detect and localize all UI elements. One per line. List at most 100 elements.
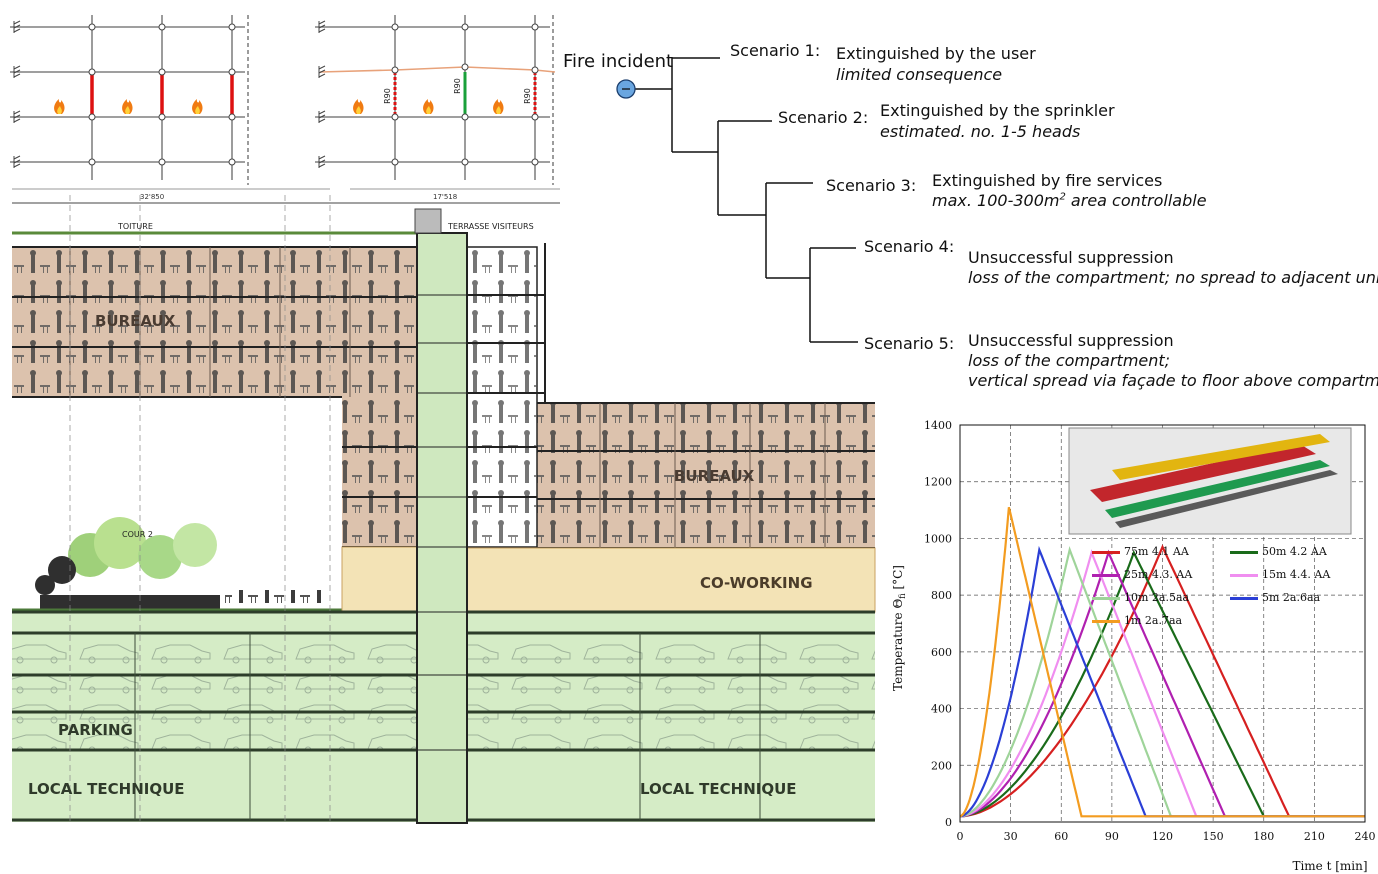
series-line (959, 546, 1365, 818)
frame-right (315, 15, 554, 185)
x-tick-label: 30 (1004, 830, 1018, 843)
legend-label: 5m 2a.6aa (1262, 591, 1321, 604)
fire-icon (353, 99, 364, 114)
legend-item: 15m 4.4. AA (1230, 568, 1330, 581)
legend-label: 75m 4.1 AA (1124, 545, 1189, 558)
label-cour: COUR 2 (122, 530, 153, 539)
label-local-right: LOCAL TECHNIQUE (640, 780, 797, 798)
coworking-left (341, 546, 418, 613)
label-parking: PARKING (58, 721, 133, 739)
legend-item: 1m 2a.7aa (1092, 614, 1182, 627)
series-line (959, 544, 1365, 818)
y-tick-label: 0 (945, 816, 952, 829)
y-tick-label: 1400 (924, 419, 952, 432)
legend-item: 50m 4.2 AA (1230, 545, 1327, 558)
y-tick-label: 1200 (924, 476, 952, 489)
r90-label: R90 (383, 88, 392, 104)
scenario-1-label: Scenario 1: (730, 41, 821, 60)
dimension-right: 17'518 (433, 193, 457, 201)
x-axis-label: Time t [min] (1292, 859, 1367, 873)
legend-item: 10m 2a.5aa (1092, 591, 1189, 604)
chart-legend: 75m 4.1 AA 50m 4.2 AA 25m 4.3. AA 15m 4.4. … (970, 545, 1350, 635)
legend-label: 15m 4.4. AA (1262, 568, 1331, 581)
legend-item: 5m 2a.6aa (1230, 591, 1320, 604)
nodes-right (391, 23, 539, 166)
scenario-3-label: Scenario 3: (826, 176, 917, 195)
x-tick-label: 0 (957, 830, 964, 843)
label-terrasse: TERRASSE VISITEURS (447, 222, 534, 231)
courtyard-trees (35, 517, 325, 609)
series-line (959, 549, 1365, 818)
legend-swatch (1092, 596, 1120, 600)
scenario-4-outcome: Unsuccessful suppression (968, 248, 1174, 267)
fire-icon (192, 99, 203, 114)
plot-frame (959, 424, 1366, 823)
legend-swatch (1092, 550, 1120, 554)
fire-icon (122, 99, 133, 114)
fire-icon (423, 99, 434, 114)
chart-series (959, 506, 1365, 818)
coworking-right (466, 547, 876, 613)
label-local-left: LOCAL TECHNIQUE (28, 780, 185, 798)
x-tick-label: 180 (1253, 830, 1274, 843)
series-line (959, 506, 1365, 818)
legend-swatch (1230, 550, 1258, 554)
fire-incident-label: Fire incident (563, 51, 674, 72)
scenario-1-outcome: Extinguished by the user (836, 44, 1036, 63)
core-shaft (416, 232, 468, 824)
scenario-2-outcome: Extinguished by the sprinkler (880, 101, 1115, 120)
scenario-1-detail: limited consequence (836, 65, 1003, 84)
y-tick-label: 600 (931, 646, 952, 659)
label-coworking: CO-WORKING (700, 574, 813, 592)
series-line (959, 549, 1365, 818)
fire-icons-right (353, 99, 504, 114)
inset-3d-model (1068, 427, 1352, 535)
x-tick-label: 240 (1355, 830, 1376, 843)
event-tree-lines (616, 57, 858, 343)
y-tick-label: 1000 (924, 532, 952, 545)
scenario-5-detail-2: vertical spread via façade to floor abov… (968, 371, 1378, 390)
scenario-2-label: Scenario 2: (778, 108, 869, 127)
fire-icons-left (54, 99, 203, 114)
nodes-left (88, 23, 236, 166)
r90-label: R90 (453, 78, 462, 94)
series-line (959, 545, 1365, 818)
r90-label: R90 (523, 88, 532, 104)
y-tick-label: 200 (931, 759, 952, 772)
x-tick-label: 150 (1203, 830, 1224, 843)
legend-swatch (1230, 573, 1258, 577)
legend-label: 1m 2a.7aa (1124, 614, 1183, 627)
walls-right (393, 72, 537, 117)
label-toiture: TOITURE (117, 222, 153, 231)
scenario-3-outcome: Extinguished by fire services (932, 171, 1163, 190)
legend-label: 25m 4.3. AA (1124, 568, 1193, 581)
y-tick-label: 400 (931, 703, 952, 716)
supports-left (13, 20, 21, 168)
scenario-4-label: Scenario 4: (864, 237, 955, 256)
legend-label: 10m 2a.5aa (1124, 591, 1190, 604)
legend-swatch (1092, 619, 1120, 623)
scenario-5-outcome: Unsuccessful suppression (968, 331, 1174, 350)
legend-item: 25m 4.3. AA (1092, 568, 1192, 581)
scenario-2-detail: estimated. no. 1-5 heads (880, 122, 1081, 141)
supports-right (318, 20, 326, 168)
fire-icon (493, 99, 504, 114)
frame-sketches: R90 R90 R90 (10, 15, 556, 185)
walls-left (90, 72, 234, 117)
scenario-3-detail: max. 100-300m2 area controllable (932, 191, 1207, 210)
legend-label: 50m 4.2 AA (1262, 545, 1327, 558)
scenario-4-detail: loss of the compartment; no spread to ad… (968, 268, 1378, 287)
legend-swatch (1230, 596, 1258, 600)
series-line (959, 549, 1365, 818)
y-axis-label: Temperature Θfi [°C] (891, 565, 907, 691)
scenario-5-label: Scenario 5: (864, 334, 955, 353)
x-tick-label: 210 (1304, 830, 1325, 843)
x-tick-label: 60 (1054, 830, 1068, 843)
building-section: 32'850 17'518 (12, 188, 876, 825)
scenario-5-detail: loss of the compartment; (968, 351, 1171, 370)
label-bureaux-lower: BUREAUX (674, 467, 755, 485)
x-tick-label: 90 (1105, 830, 1119, 843)
legend-swatch (1092, 573, 1120, 577)
